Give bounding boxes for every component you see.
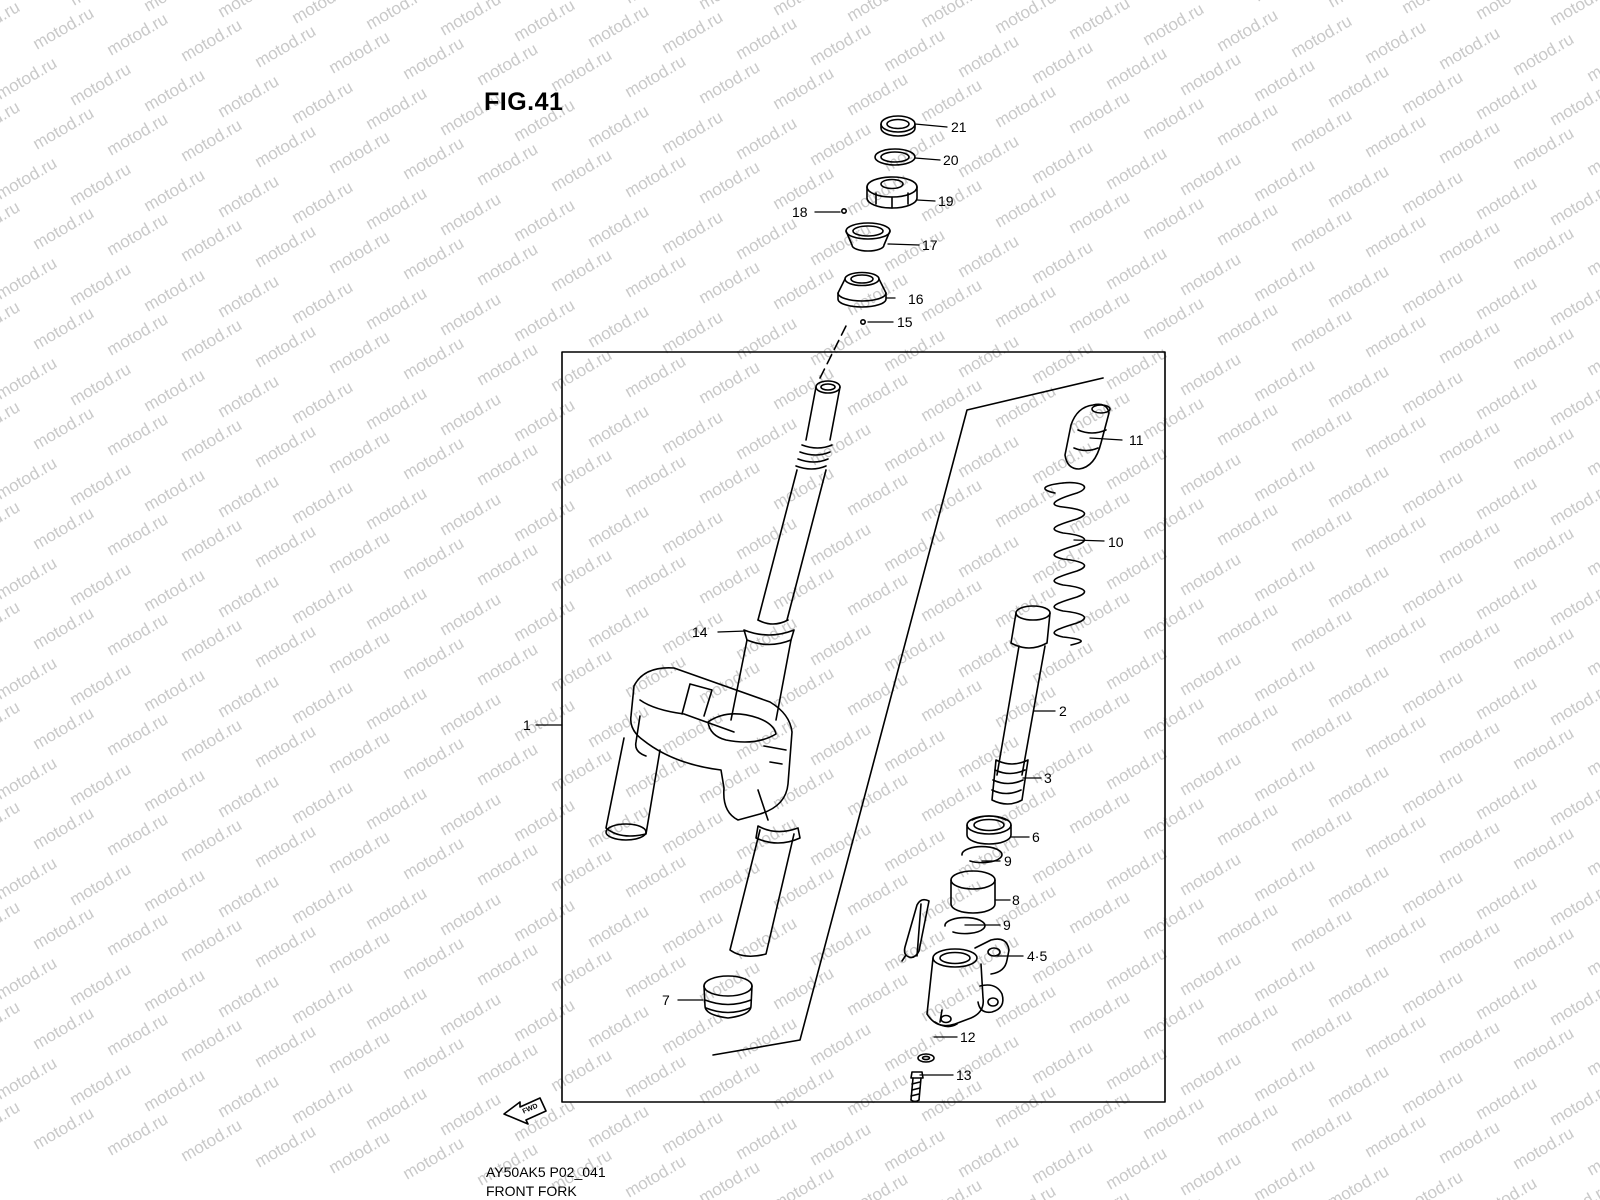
forward-direction-arrow: FWD bbox=[503, 1097, 547, 1125]
callout-13[interactable]: 13 bbox=[956, 1067, 972, 1083]
figure-title: FIG.41 bbox=[484, 88, 564, 116]
collar-8 bbox=[950, 870, 996, 914]
damper-tube-2 bbox=[996, 605, 1051, 776]
lock-nut-19 bbox=[866, 176, 918, 209]
callout-15[interactable]: 15 bbox=[897, 314, 913, 330]
callout-7[interactable]: 7 bbox=[662, 992, 670, 1008]
steel-ball-18 bbox=[840, 208, 847, 215]
assembly-frame bbox=[561, 351, 1166, 1103]
callout-3[interactable]: 3 bbox=[1044, 770, 1052, 786]
callout-1[interactable]: 1 bbox=[523, 717, 531, 733]
fork-link-4-5 bbox=[901, 898, 1010, 1028]
dust-seal-7 bbox=[703, 975, 753, 1019]
callout-12[interactable]: 12 bbox=[960, 1029, 976, 1045]
circlip-9-upper bbox=[961, 845, 1003, 864]
callout-9-lower[interactable]: 9 bbox=[1003, 917, 1011, 933]
washer-20 bbox=[874, 148, 916, 166]
diagram-caption: FRONT FORK bbox=[486, 1183, 577, 1199]
steel-ball-15 bbox=[859, 318, 866, 325]
diagram-code: AY50AK5 P02_041 bbox=[486, 1164, 606, 1180]
callout-14[interactable]: 14 bbox=[692, 624, 708, 640]
steering-stem-14 bbox=[730, 380, 841, 721]
callout-11[interactable]: 11 bbox=[1129, 432, 1144, 448]
callout-19[interactable]: 19 bbox=[938, 193, 954, 209]
callout-18[interactable]: 18 bbox=[792, 204, 808, 220]
callout-16[interactable]: 16 bbox=[908, 291, 924, 307]
washer-12 bbox=[917, 1053, 935, 1063]
fork-bracket-1 bbox=[605, 667, 801, 958]
bellows-3 bbox=[991, 759, 1029, 805]
callout-17[interactable]: 17 bbox=[922, 237, 938, 253]
callout-8[interactable]: 8 bbox=[1012, 892, 1020, 908]
seal-ring-21 bbox=[880, 115, 916, 137]
upper-race-17 bbox=[845, 222, 891, 252]
callout-21[interactable]: 21 bbox=[951, 119, 967, 135]
callout-9-upper[interactable]: 9 bbox=[1004, 853, 1012, 869]
lower-race-16 bbox=[837, 271, 887, 308]
coil-spring-10 bbox=[1044, 481, 1086, 646]
callout-2[interactable]: 2 bbox=[1059, 703, 1067, 719]
spring-seat-11 bbox=[1064, 403, 1111, 470]
callout-20[interactable]: 20 bbox=[943, 152, 959, 168]
section-divider bbox=[712, 377, 1104, 1056]
bolt-13 bbox=[910, 1071, 924, 1103]
callout-6[interactable]: 6 bbox=[1032, 829, 1040, 845]
bushing-6 bbox=[966, 815, 1012, 845]
callout-4-5[interactable]: 4·5 bbox=[1027, 948, 1048, 964]
circlip-9-lower bbox=[944, 916, 986, 935]
callout-10[interactable]: 10 bbox=[1108, 534, 1124, 550]
